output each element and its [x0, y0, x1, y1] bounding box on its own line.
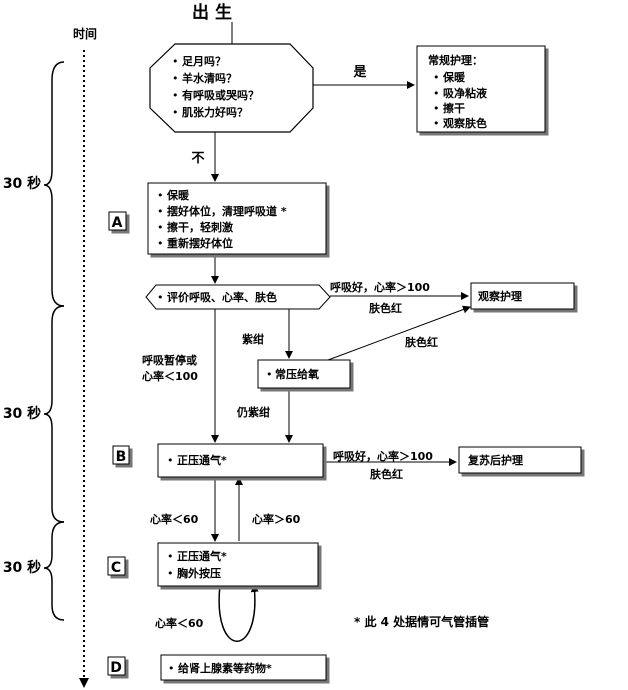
- step-c-item: 正压通气*: [177, 549, 227, 563]
- observe-care-text: 观察护理: [478, 289, 522, 303]
- routine-care-box: [416, 45, 546, 133]
- step-a-bullet: •: [157, 221, 164, 234]
- step-a-item: 擦干，轻刺激: [167, 220, 233, 234]
- step-a-bullet: •: [157, 205, 164, 218]
- step-a-item: 保暖: [166, 188, 190, 202]
- question-bullet: •: [172, 89, 179, 102]
- label-good-hr-top: 呼吸好，心率＞100: [330, 280, 430, 294]
- arrow-c-to-d-loop: [218, 584, 259, 642]
- timeline-arrowhead: [79, 678, 89, 688]
- oxygen-text: 常压给氧: [275, 367, 319, 381]
- label-still-cyanotic: 仍紫绀: [236, 405, 270, 419]
- label-apnea-1: 呼吸暂停或: [142, 353, 197, 367]
- routine-care-item: 观察肤色: [443, 116, 487, 130]
- routine-bullet: •: [433, 87, 440, 100]
- question-item: 肌张力好吗？: [181, 105, 248, 119]
- routine-care-item: 保暖: [442, 70, 466, 84]
- step-b-box: [157, 443, 324, 478]
- step-c-box: [157, 542, 319, 587]
- step-c-marker: [107, 556, 126, 576]
- step-c-letter: C: [111, 560, 121, 576]
- time-segment-1: 30 秒: [3, 175, 41, 192]
- oxygen-box: [257, 359, 351, 389]
- step-b-letter: B: [116, 449, 127, 465]
- brace-2: [43, 305, 65, 523]
- note-intubation: * 此 4 处据情可气管插管: [354, 614, 489, 629]
- step-b-item: 正压通气*: [177, 453, 227, 467]
- question-bullet: •: [172, 106, 179, 119]
- timeline-label: 时间: [73, 26, 97, 41]
- step-b-bullet: •: [167, 454, 174, 467]
- label-good-hr-bottom: 呼吸好，心率＞100: [333, 449, 433, 463]
- step-d-box: [160, 654, 327, 681]
- time-segment-3: 30 秒: [3, 559, 41, 576]
- step-c-bullet: •: [167, 567, 174, 580]
- label-hr-lt-60-b: 心率＜60: [155, 616, 204, 630]
- brace-3: [43, 521, 65, 621]
- routine-bullet: •: [433, 117, 440, 130]
- routine-care-title: 常规护理：: [428, 53, 483, 67]
- eval-box: [145, 284, 331, 310]
- step-a-box: [147, 182, 327, 255]
- label-apnea-2: 心率＜100: [142, 369, 198, 383]
- step-d-letter: D: [110, 660, 122, 676]
- step-d-bullet: •: [168, 662, 175, 675]
- step-a-bullet: •: [157, 189, 164, 202]
- question-item: 有呼吸或哭吗？: [182, 88, 259, 102]
- step-a-marker: [108, 211, 127, 231]
- eval-text: 评价呼吸、心率、肤色: [167, 290, 277, 304]
- routine-care-item: 擦干: [443, 101, 465, 115]
- routine-bullet: •: [433, 71, 440, 84]
- label-cyanosis: 紫绀: [242, 332, 264, 346]
- question-octagon: [149, 43, 314, 133]
- oxygen-bullet: •: [266, 368, 273, 381]
- step-a-item: 重新摆好体位: [167, 236, 233, 250]
- question-item: 足月吗？: [182, 55, 226, 68]
- step-c-item: 胸外按压: [177, 566, 221, 580]
- step-d-marker: [107, 656, 126, 676]
- post-care-text: 复苏后护理: [467, 453, 523, 467]
- label-pink-skin-oxygen: 肤色红: [405, 335, 438, 349]
- step-a-bullet: •: [157, 237, 164, 250]
- step-b-marker: [112, 445, 130, 465]
- no-label: 不: [191, 151, 204, 166]
- step-a-letter: A: [112, 215, 123, 231]
- label-pink-skin: 肤色红: [369, 301, 402, 315]
- observe-care-box: [470, 282, 575, 310]
- step-a-item: 摆好体位，清理呼吸道 *: [167, 204, 287, 218]
- question-list: • 足月吗？ • 羊水清吗？ • 有呼吸或哭吗？ • 肌张力好吗？: [172, 55, 259, 119]
- question-bullet: •: [172, 72, 179, 85]
- routine-care-item: 吸净粘液: [443, 86, 488, 100]
- post-care-box: [458, 446, 582, 474]
- label-pink-skin-bottom: 肤色红: [370, 467, 403, 481]
- label-hr-gt-60: 心率＞60: [252, 512, 301, 526]
- arrow-oxygen-to-observe: [319, 305, 471, 364]
- eval-bullet: •: [157, 291, 164, 304]
- step-d-item: 给肾上腺素等药物*: [178, 661, 272, 675]
- question-bullet: •: [172, 55, 179, 68]
- yes-label: 是: [352, 65, 367, 80]
- step-c-bullet: •: [167, 550, 174, 563]
- routine-bullet: •: [433, 102, 440, 115]
- label-hr-lt-60-a: 心率＜60: [150, 512, 199, 526]
- time-segment-2: 30 秒: [3, 405, 41, 422]
- brace-1: [43, 61, 65, 307]
- question-item: 羊水清吗？: [182, 71, 237, 85]
- title-birth: 出 生: [192, 2, 232, 23]
